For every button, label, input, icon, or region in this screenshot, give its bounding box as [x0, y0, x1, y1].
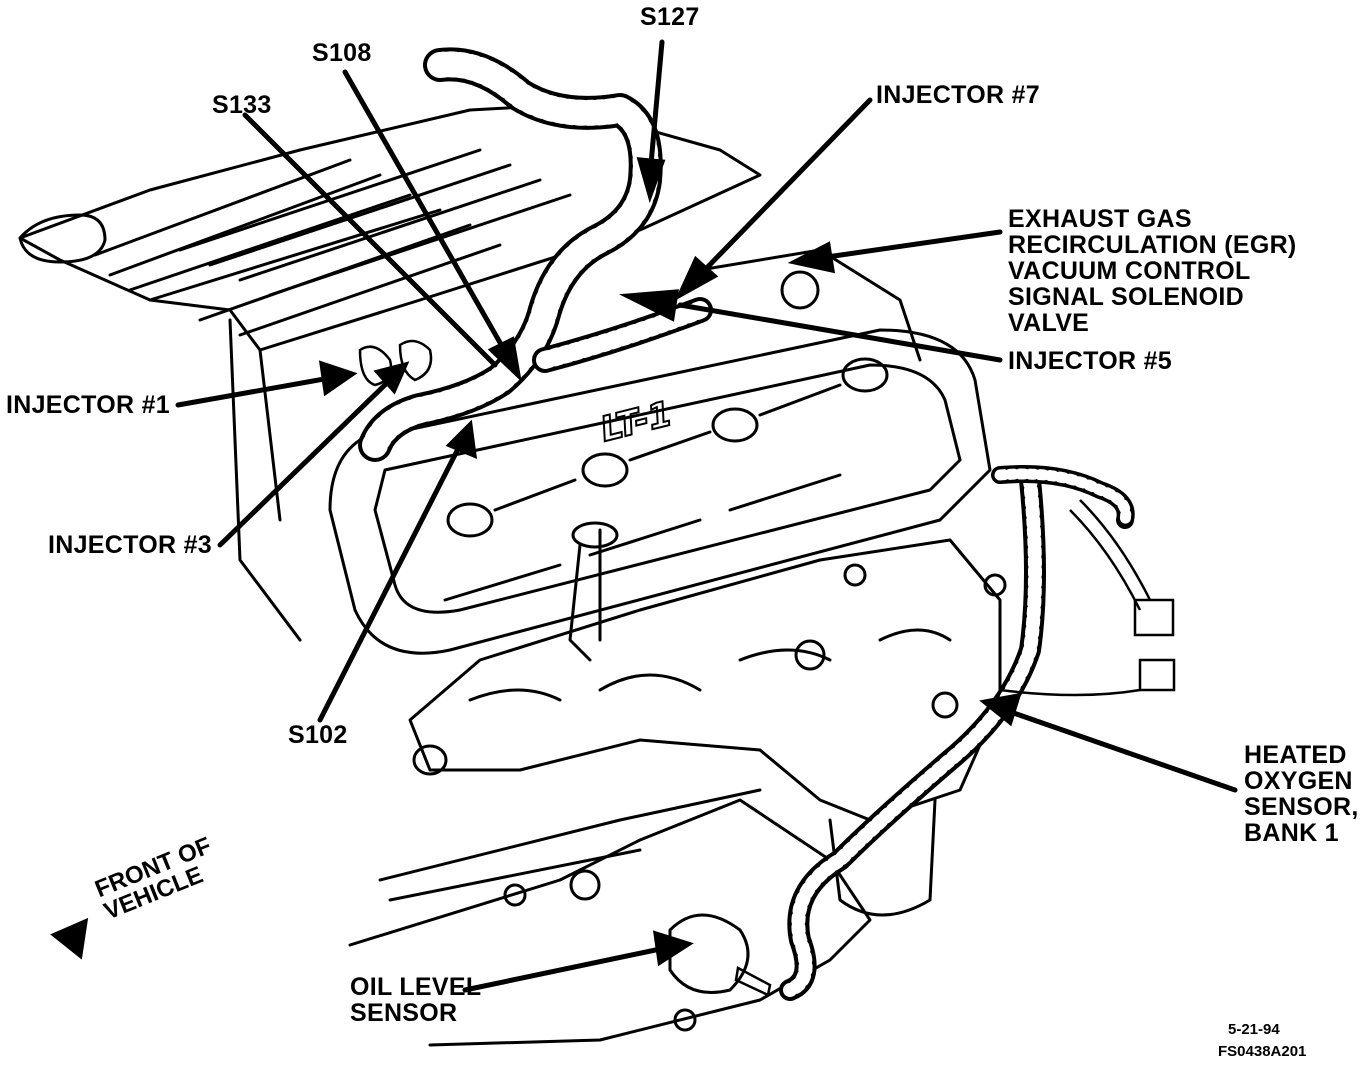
oil-pan-boss — [668, 913, 750, 994]
label-heated-oxygen-sensor: HEATED OXYGEN SENSOR, BANK 1 — [1244, 741, 1359, 847]
exhaust-manifold — [408, 538, 1002, 822]
leader-s108 — [342, 69, 513, 363]
engine-badge: LT-1 — [597, 394, 677, 450]
label-oil-level-sensor: OIL LEVEL SENSOR — [350, 973, 482, 1027]
label-s133: S133 — [212, 91, 272, 119]
leader-s127 — [647, 39, 665, 178]
leader-oil-level — [462, 945, 668, 993]
intake-plenum — [18, 103, 762, 352]
footer-code: FS0438A201 — [1218, 1043, 1307, 1060]
leader-oxygen-sensor — [1002, 707, 1238, 793]
label-s108: S108 — [312, 39, 372, 67]
leader-injector-7 — [692, 97, 873, 283]
front-arrow-icon — [50, 917, 89, 960]
label-s102: S102 — [288, 721, 348, 749]
label-injector-5: INJECTOR #5 — [1008, 347, 1173, 375]
oil-fill-cap — [18, 213, 107, 264]
leader-s102 — [317, 442, 463, 723]
footer-date: 5-21-94 — [1228, 1021, 1280, 1038]
label-injector-7: INJECTOR #7 — [876, 81, 1041, 109]
leader-injector-3 — [217, 377, 393, 548]
label-injector-1: INJECTOR #1 — [6, 391, 171, 419]
leader-s133 — [242, 112, 498, 368]
leader-egr — [817, 229, 1003, 261]
leader-injector-5 — [677, 302, 1003, 363]
o2-harness — [779, 469, 1046, 1001]
label-egr-valve: EXHAUST GAS RECIRCULATION (EGR) VACUUM C… — [1008, 205, 1297, 337]
leader-injector-1 — [175, 375, 333, 408]
label-s127: S127 — [640, 3, 700, 31]
label-injector-3: INJECTOR #3 — [48, 531, 213, 559]
valve-cover — [328, 328, 992, 655]
